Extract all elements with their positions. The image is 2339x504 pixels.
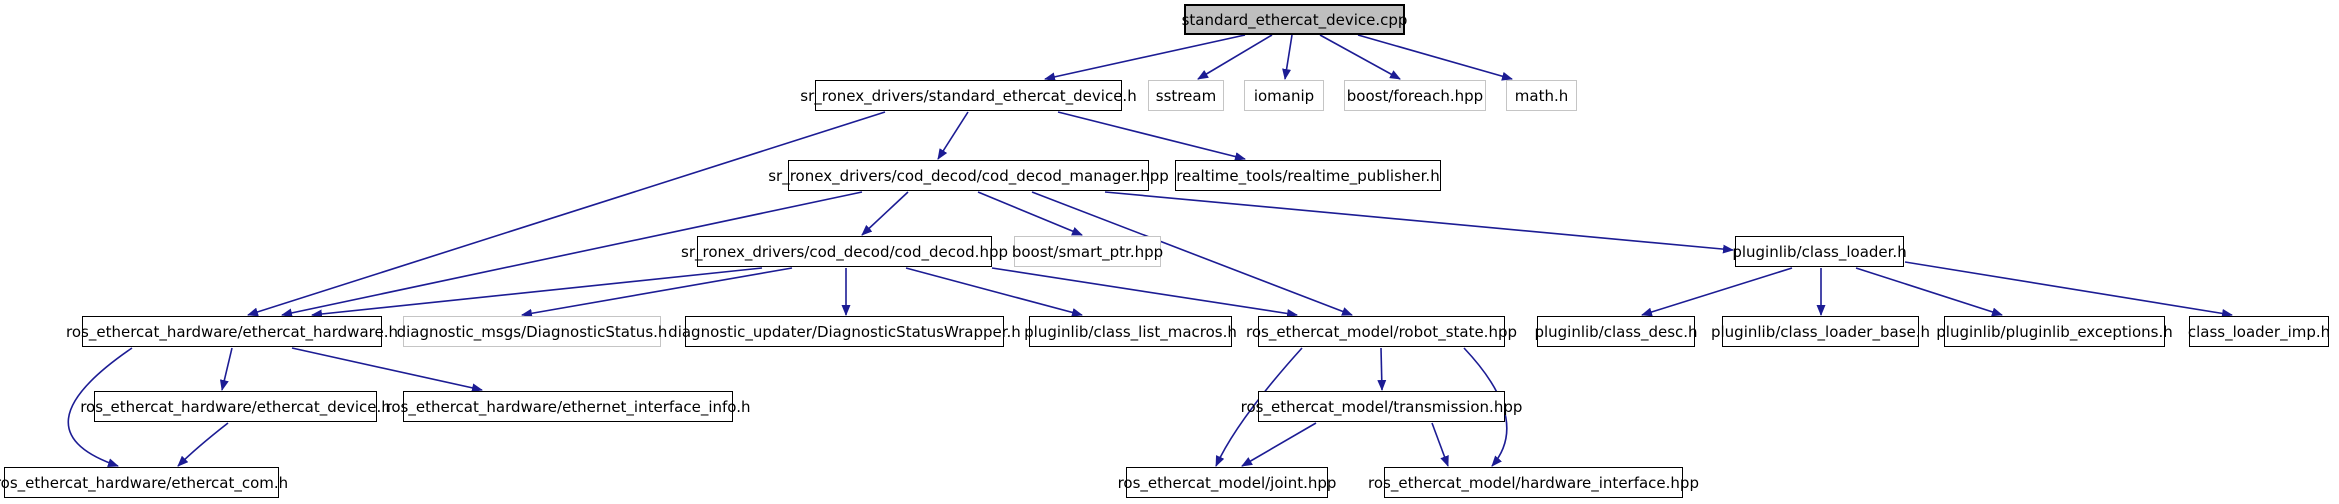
edge-cod-decod-manager-hpp-to-pluginlib-class-loader-h: [1104, 191, 1734, 254]
graph-node-math-h[interactable]: math.h: [1506, 80, 1577, 111]
edge-sr-ronex-standard-ethercat-device-h-to-cod-decod-manager-hpp: [937, 111, 969, 160]
edge-standard-ethercat-device-cpp-to-sr-ronex-standard-ethercat-device-h: [1044, 34, 1246, 82]
edge-cod-decod-hpp-to-robot-state-hpp: [991, 267, 1298, 318]
graph-node-cod-decod-hpp[interactable]: sr_ronex_drivers/cod_decod/cod_decod.hpp: [681, 236, 1008, 267]
graph-node-diagnostic-status-wrapper-h[interactable]: diagnostic_updater/DiagnosticStatusWrapp…: [668, 316, 1021, 347]
edge-sr-ronex-standard-ethercat-device-h-to-realtime-publisher-h: [1057, 111, 1246, 161]
graph-node-ethercat-com-h[interactable]: ros_ethercat_hardware/ethercat_com.h: [0, 467, 288, 498]
edge-standard-ethercat-device-cpp-to-math-h: [1357, 34, 1513, 81]
graph-node-iomanip[interactable]: iomanip: [1244, 80, 1324, 111]
edge-cod-decod-hpp-to-ethercat-hardware-h: [311, 267, 763, 319]
edge-pluginlib-class-loader-h-to-class-desc-h: [1641, 267, 1793, 317]
edge-cod-decod-manager-hpp-to-cod-decod-hpp: [861, 191, 909, 236]
graph-node-class-list-macros-h[interactable]: pluginlib/class_list_macros.h: [1024, 316, 1237, 347]
graph-node-class-loader-base-h[interactable]: pluginlib/class_loader_base.h: [1711, 316, 1930, 347]
edge-transmission-hpp-to-joint-hpp: [1241, 422, 1317, 467]
edge-pluginlib-class-loader-h-to-class-loader-imp-h: [1904, 261, 2233, 318]
graph-node-ethernet-interface-info-h[interactable]: ros_ethercat_hardware/ethernet_interface…: [386, 391, 750, 422]
graph-node-boost-foreach-hpp[interactable]: boost/foreach.hpp: [1344, 80, 1486, 111]
graph-node-boost-smart-ptr-hpp[interactable]: boost/smart_ptr.hpp: [1012, 236, 1163, 267]
edge-standard-ethercat-device-cpp-to-iomanip: [1282, 34, 1293, 80]
graph-node-class-loader-imp-h[interactable]: class_loader_imp.h: [2188, 316, 2330, 347]
graph-node-ethercat-device-h[interactable]: ros_ethercat_hardware/ethercat_device.h: [80, 391, 391, 422]
graph-node-class-desc-h[interactable]: pluginlib/class_desc.h: [1534, 316, 1698, 347]
graph-node-robot-state-hpp[interactable]: ros_ethercat_model/robot_state.hpp: [1246, 316, 1517, 347]
graph-node-joint-hpp[interactable]: ros_ethercat_model/joint.hpp: [1118, 467, 1336, 498]
edge-ethercat-hardware-h-to-ethercat-com-h: [67, 347, 133, 468]
edge-cod-decod-manager-hpp-to-boost-smart-ptr-hpp: [977, 191, 1083, 236]
graph-node-sr-ronex-standard-ethercat-device-h[interactable]: sr_ronex_drivers/standard_ethercat_devic…: [800, 80, 1137, 111]
graph-node-standard-ethercat-device-cpp[interactable]: standard_ethercat_device.cpp: [1182, 4, 1407, 35]
edge-sr-ronex-standard-ethercat-device-h-to-ethercat-hardware-h: [247, 111, 886, 317]
edge-robot-state-hpp-to-transmission-hpp: [1377, 347, 1387, 391]
edge-cod-decod-manager-hpp-to-ethercat-hardware-h: [281, 191, 863, 318]
edge-pluginlib-class-loader-h-to-pluginlib-exceptions-h: [1855, 267, 2003, 317]
edge-ethercat-hardware-h-to-ethercat-device-h: [219, 347, 233, 391]
graph-node-hardware-interface-hpp[interactable]: ros_ethercat_model/hardware_interface.hp…: [1368, 467, 1699, 498]
edge-standard-ethercat-device-cpp-to-sstream: [1197, 34, 1273, 80]
graph-node-pluginlib-class-loader-h[interactable]: pluginlib/class_loader.h: [1732, 236, 1907, 267]
graph-node-transmission-hpp[interactable]: ros_ethercat_model/transmission.hpp: [1241, 391, 1522, 422]
graph-node-sstream[interactable]: sstream: [1148, 80, 1224, 111]
edge-cod-decod-hpp-to-class-list-macros-h: [905, 267, 1083, 317]
edge-standard-ethercat-device-cpp-to-boost-foreach-hpp: [1319, 34, 1401, 80]
edge-robot-state-hpp-to-joint-hpp: [1215, 347, 1303, 467]
edge-ethercat-hardware-h-to-ethernet-interface-info-h: [291, 347, 483, 393]
graph-node-cod-decod-manager-hpp[interactable]: sr_ronex_drivers/cod_decod/cod_decod_man…: [768, 160, 1169, 191]
graph-node-pluginlib-exceptions-h[interactable]: pluginlib/pluginlib_exceptions.h: [1936, 316, 2173, 347]
edge-cod-decod-hpp-to-diagnostic-status-h: [521, 267, 793, 318]
edge-transmission-hpp-to-hardware-interface-hpp: [1431, 422, 1449, 467]
graph-node-diagnostic-status-h[interactable]: diagnostic_msgs/DiagnosticStatus.h: [397, 316, 667, 347]
edge-ethercat-device-h-to-ethercat-com-h: [177, 422, 229, 467]
graph-node-ethercat-hardware-h[interactable]: ros_ethercat_hardware/ethercat_hardware.…: [66, 316, 398, 347]
edge-cod-decod-manager-hpp-to-robot-state-hpp: [1031, 191, 1353, 316]
graph-node-realtime-publisher-h[interactable]: realtime_tools/realtime_publisher.h: [1175, 160, 1441, 191]
